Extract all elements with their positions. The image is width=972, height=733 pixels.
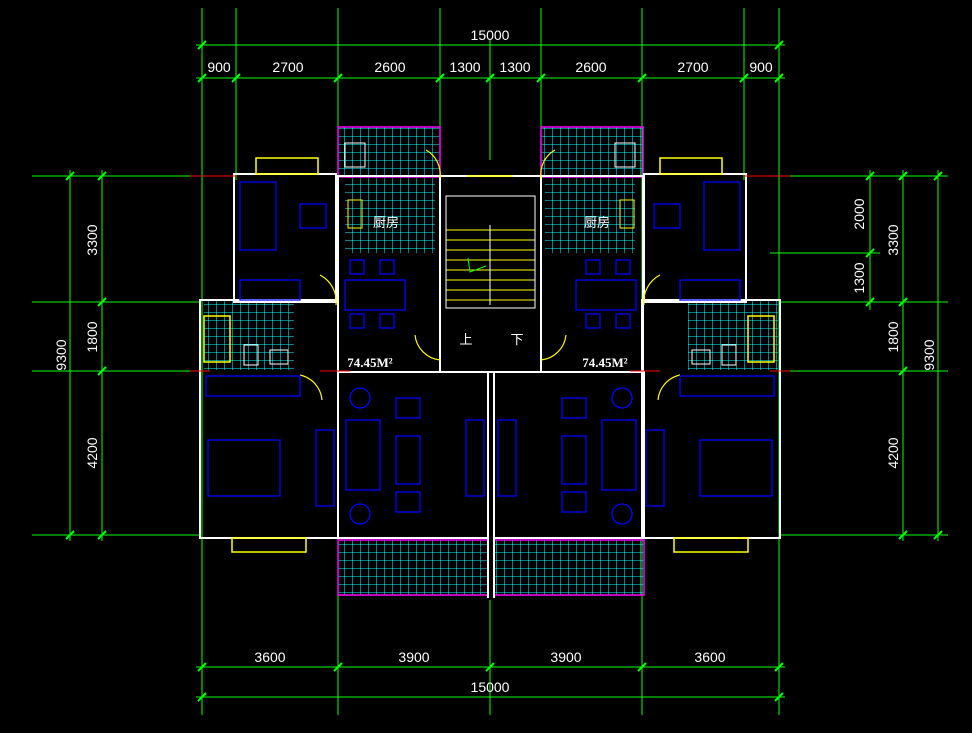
axis-marks — [190, 175, 790, 372]
bottom-dimension-3: 3900 — [550, 649, 581, 665]
right-dimension-1: 3300 — [885, 224, 901, 255]
room-labels: 厨房 厨房 上 下 74.45M² 74.45M² — [347, 215, 628, 370]
right-inner-dimension-1: 2000 — [851, 198, 867, 229]
tiled-areas — [204, 126, 778, 596]
dimension-labels: 15000 900 2700 2600 1300 1300 2600 2700 … — [53, 27, 937, 695]
stair-up-label: 上 — [459, 332, 472, 347]
top-total-dimension: 15000 — [471, 27, 510, 43]
doors — [299, 149, 681, 401]
left-dimension-3: 4200 — [84, 437, 100, 468]
dimension-lines — [32, 8, 948, 715]
top-dimension-8: 900 — [749, 59, 773, 75]
right-total-dimension: 9300 — [921, 339, 937, 370]
left-dimension-1: 3300 — [84, 224, 100, 255]
right-dimension-3: 4200 — [885, 437, 901, 468]
bottom-dimension-4: 3600 — [694, 649, 725, 665]
right-inner-dimension-2: 1300 — [851, 262, 867, 293]
top-dimension-3: 2600 — [374, 59, 405, 75]
stair-down-label: 下 — [510, 332, 523, 347]
top-dimension-1: 900 — [207, 59, 231, 75]
top-dimension-2: 2700 — [272, 59, 303, 75]
bottom-dimension-2: 3900 — [398, 649, 429, 665]
unit-area-left: 74.45M² — [347, 355, 393, 370]
left-total-dimension: 9300 — [53, 339, 69, 370]
top-dimension-6: 2600 — [575, 59, 606, 75]
bottom-dimension-1: 3600 — [254, 649, 285, 665]
kitchen-label-right: 厨房 — [584, 215, 610, 230]
kitchen-label-left: 厨房 — [373, 215, 399, 230]
stair-direction-arrow — [467, 257, 487, 273]
right-dimension-2: 1800 — [885, 321, 901, 352]
unit-area-right: 74.45M² — [582, 355, 628, 370]
furniture — [205, 181, 775, 525]
stairs — [445, 195, 536, 309]
top-dimension-5: 1300 — [499, 59, 530, 75]
bottom-total-dimension: 15000 — [471, 679, 510, 695]
dimension-ticks — [65, 40, 943, 702]
left-dimension-2: 1800 — [84, 321, 100, 352]
bath-fixtures — [243, 142, 737, 366]
windows — [203, 157, 775, 553]
top-dimension-4: 1300 — [449, 59, 480, 75]
top-dimension-7: 2700 — [677, 59, 708, 75]
